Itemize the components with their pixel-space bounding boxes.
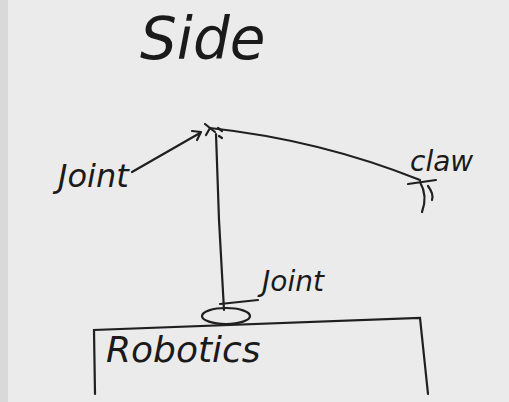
base-joint — [202, 308, 250, 324]
base-outline-path — [94, 318, 428, 394]
joint-marks — [218, 128, 222, 138]
base-joint-pin — [220, 300, 258, 304]
joint-pointer — [132, 131, 201, 172]
joint-label: Joint — [262, 268, 324, 296]
page-edge — [0, 0, 8, 402]
base-label: Robotics — [106, 332, 418, 368]
arm-forearm — [210, 128, 420, 180]
joint-label: Joint — [58, 160, 129, 192]
top-joint — [205, 124, 215, 135]
arm-upright — [216, 134, 224, 310]
claw-symbol — [408, 180, 436, 212]
claw-label: claw — [410, 148, 473, 176]
robot-base: Robotics — [92, 322, 432, 376]
sketch-title: Side — [140, 10, 265, 68]
